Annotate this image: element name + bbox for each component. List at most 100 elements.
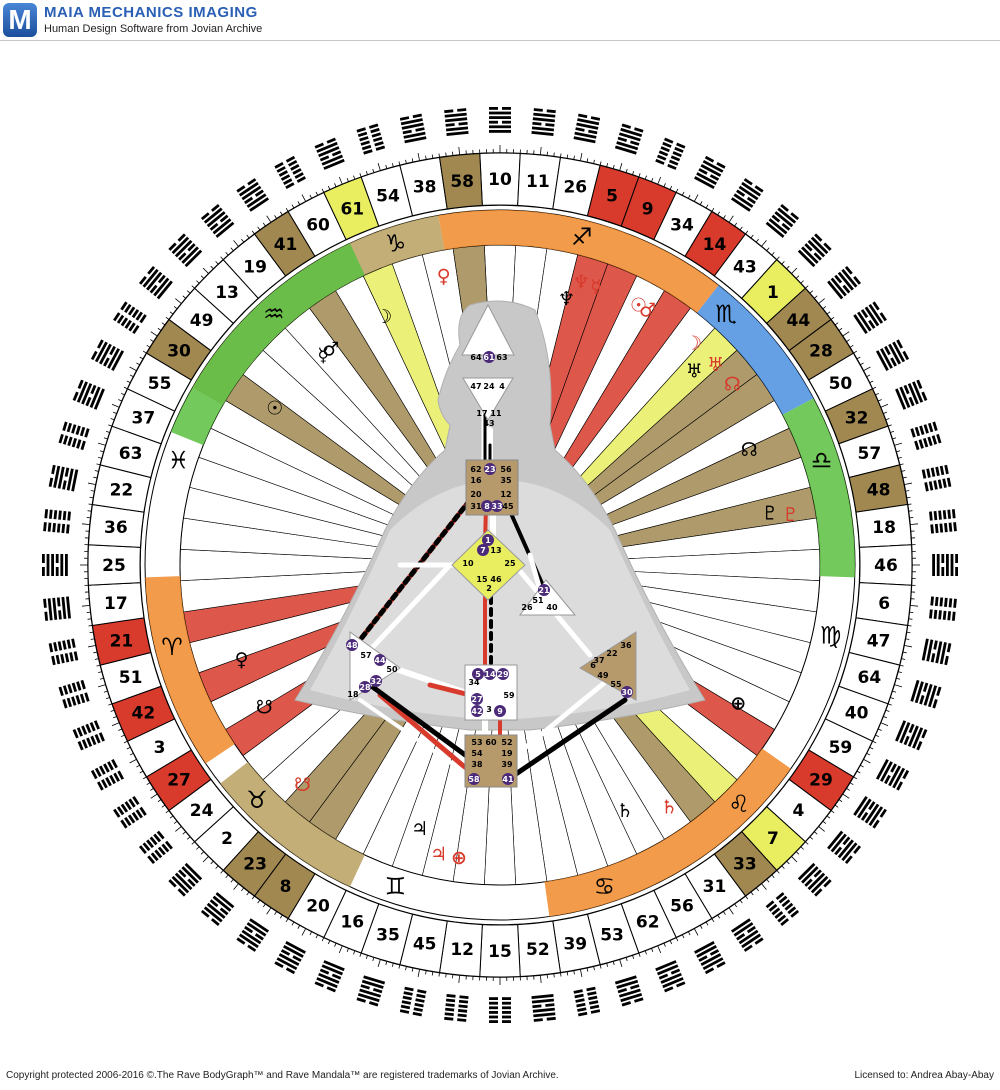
rim-tick [175,299,181,304]
rim-tick [853,777,856,779]
hexagram-icon [766,204,799,238]
hexagram-icon [91,339,124,371]
center-gate-label: 40 [546,603,558,612]
rim-tick [151,332,158,336]
rim-tick [113,412,117,413]
hexagram-icon [694,156,726,189]
center-gate-label: 37 [593,656,604,665]
rim-tick [231,248,234,251]
rim-tick [908,511,912,512]
gate-number: 15 [488,942,512,962]
planet-icon: ☽ [375,306,392,328]
hexagram-icon [655,960,685,992]
rim-tick [386,165,387,169]
gate-number: 46 [874,556,898,576]
zodiac-sign-icon: ♎ [811,447,833,475]
hexagram-icon [357,124,386,155]
planet-icon: ☿ [317,344,329,366]
rim-tick [183,832,186,835]
rim-tick [136,363,139,365]
rim-tick [839,799,842,801]
hexagram-icon [168,863,202,897]
rim-tick [805,286,808,289]
gate-number: 43 [733,258,757,278]
hexagram-icon [43,509,71,533]
rim-tick [158,799,161,801]
zodiac-sign-icon: ♌ [728,790,750,818]
rim-tick [694,195,698,202]
hexagram-icon [910,422,941,451]
rim-tick [203,268,209,274]
rim-tick [216,261,219,264]
gate-number: 8 [280,877,292,897]
hexagram-icon [201,204,234,238]
rim-tick [700,201,702,204]
hexagram-icon [531,108,555,136]
planet-icon: ♅ [686,361,703,383]
zodiac-sign-icon: ♏ [715,300,737,328]
rim-tick [839,328,842,330]
rim-tick [88,511,92,512]
header-divider [0,40,1000,41]
center-gate-label: 16 [470,476,482,485]
gate-number: 11 [526,172,550,192]
rim-tick [124,741,128,743]
rim-tick [805,842,808,845]
gate-number: 3 [154,738,166,758]
center-gate-label: 22 [606,649,617,658]
rim-tick [818,299,824,304]
rim-tick [88,619,92,620]
rim-tick [682,192,684,196]
rim-tick [147,783,150,785]
planet-icon: ☽ [685,332,702,354]
hexagram-icon [274,941,306,974]
rim-tick [88,483,96,485]
rim-tick [857,771,860,773]
hexagram-icon [236,178,269,212]
rim-tick [280,212,282,215]
rim-tick [651,948,652,952]
rim-tick [682,935,684,939]
gate-number: 9 [642,199,654,219]
center-gate-label: 53 [471,738,482,747]
center-gate-label: 60 [485,738,497,747]
hexagram-icon [531,994,555,1022]
hexagram-icon [655,138,685,170]
rim-tick [298,201,300,204]
rim-tick [777,870,780,873]
rim-tick [896,451,900,452]
center-gate-label: 58 [468,775,480,784]
rim-tick [620,959,622,967]
rim-tick [881,723,888,726]
rim-tick [201,852,204,855]
rim-tick [857,357,860,359]
rim-tick [761,883,766,889]
rim-tick [688,931,690,935]
rim-tick [292,205,294,208]
gate-number: 26 [563,177,587,197]
planet-icon: ☋ [256,697,273,719]
rim-tick [98,685,106,687]
center-gate-label: 17 [476,409,487,418]
planet-icon: ☉ [266,397,283,419]
rim-tick [136,765,139,767]
rim-tick [896,678,900,679]
rim-tick [100,678,104,679]
center-gate-label: 38 [471,760,483,769]
rim-tick [267,216,271,223]
rim-tick [335,183,337,187]
copyright-notice: Copyright protected 2006-2016 ©.The Rave… [6,1070,559,1081]
rim-tick [694,928,698,935]
planet-icon: ♅ [707,354,724,376]
gate-number: 63 [119,444,143,464]
rim-tick [130,375,134,377]
rave-mandala-chart: 1011265934144314428503257481846647644059… [0,60,1000,1060]
rim-tick [894,443,902,445]
gate-number: 42 [132,704,156,724]
rim-tick [96,464,100,465]
rim-tick [339,946,342,953]
rim-tick [166,317,169,319]
hexagram-icon [895,720,927,750]
rim-tick [258,227,260,230]
hexagram-icon [357,975,386,1006]
